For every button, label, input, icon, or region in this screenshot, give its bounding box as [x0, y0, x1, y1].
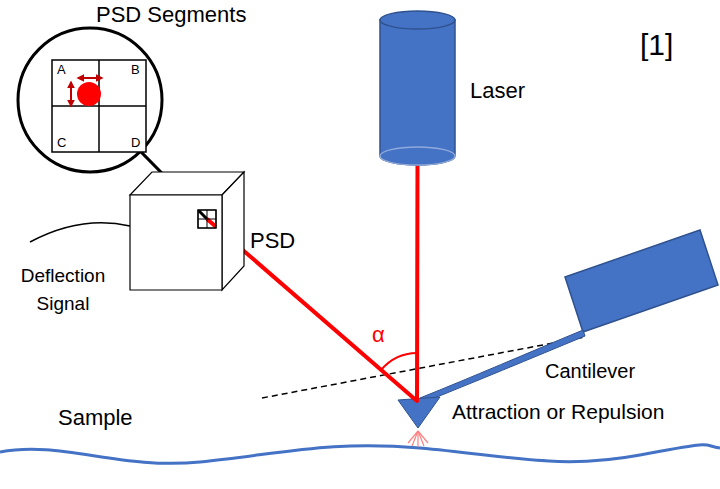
psd-detector: PSD: [126, 166, 306, 296]
angle-symbol: α: [372, 322, 385, 347]
force-label: Attraction or Repulsion: [452, 400, 664, 424]
sample-surface: [0, 445, 720, 464]
node-title: Laser: [470, 78, 525, 103]
force-lines: [408, 431, 428, 447]
segment-letter: A: [57, 63, 66, 78]
signal-wire: [30, 223, 130, 242]
segment-letter: D: [131, 136, 140, 151]
segment-letter: B: [131, 63, 140, 78]
node-title: PSD Segments: [96, 2, 246, 27]
node-title: PSD: [250, 228, 295, 253]
signal-name: Deflection Signal: [4, 262, 122, 317]
cantilever-tip: [398, 397, 440, 428]
tangent-line: [262, 337, 585, 398]
zoom-circle: PSD SegmentsA B C D: [14, 0, 304, 176]
cantilever-base: [565, 230, 718, 332]
part-name: Cantilever: [545, 360, 635, 383]
part-name: Sample: [58, 405, 133, 430]
laser-source: Laser: [376, 6, 546, 166]
segment-letter: C: [57, 136, 66, 151]
laser-beam: [207, 160, 418, 401]
reference-number: [1]: [640, 28, 673, 63]
angle-arc: [381, 353, 417, 370]
